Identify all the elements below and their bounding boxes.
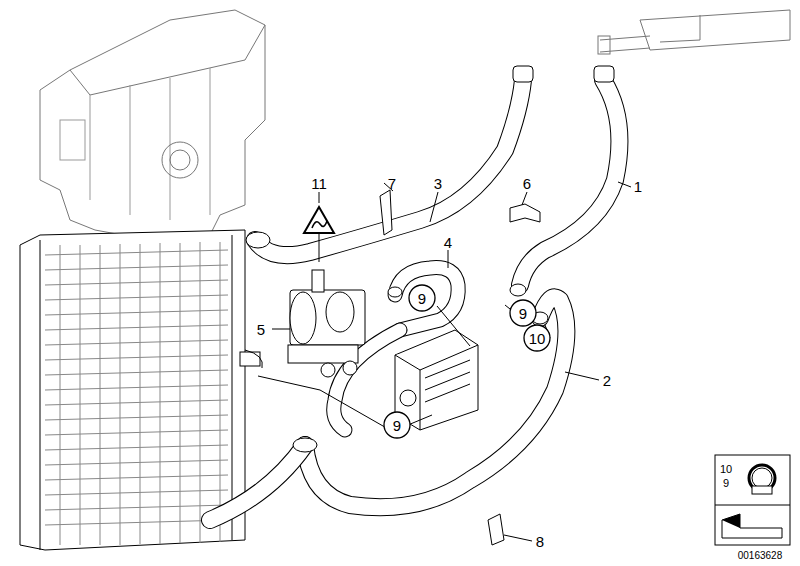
diagram-id: 00163628 <box>738 551 783 561</box>
callout-number: 3 <box>434 176 442 191</box>
clips <box>380 190 540 545</box>
callout-number: 9 <box>418 291 426 306</box>
callout-number: 11 <box>311 176 327 191</box>
callout-circles <box>384 285 550 438</box>
legend-box <box>715 455 790 545</box>
warning-symbol <box>304 207 334 262</box>
legend-number: 9 <box>723 478 729 489</box>
hoses <box>210 80 619 520</box>
callout-number: 2 <box>603 373 611 388</box>
callout-number: 9 <box>393 418 401 433</box>
radiator <box>20 230 262 550</box>
hose-ends <box>246 66 614 452</box>
heater-core <box>598 10 790 54</box>
water-pump <box>395 330 478 430</box>
callout-number: 6 <box>523 176 531 191</box>
callout-number: 10 <box>529 331 546 346</box>
callout-number: 8 <box>536 534 544 549</box>
water-valve <box>288 270 365 377</box>
engine-block <box>40 10 265 240</box>
leader-lines <box>258 182 631 541</box>
callout-number: 4 <box>444 235 452 250</box>
callout-number: 1 <box>634 179 642 194</box>
legend-number: 10 <box>720 464 732 475</box>
callout-number: 5 <box>257 322 265 337</box>
callout-number: 7 <box>388 176 396 191</box>
callout-number: 9 <box>519 306 527 321</box>
